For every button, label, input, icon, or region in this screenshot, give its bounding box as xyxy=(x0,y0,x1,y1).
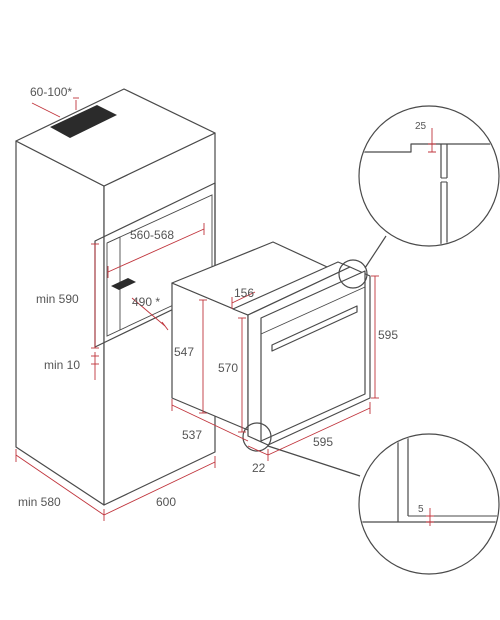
label-cabinet-depth: min 580 xyxy=(18,495,61,509)
label-detail-bottom-gap: 5 xyxy=(418,504,424,515)
label-ventilation: 60-100* xyxy=(30,85,72,99)
detail-bottom-circle xyxy=(358,433,500,575)
ventilation-slot xyxy=(50,105,117,138)
label-oven-height: 595 xyxy=(378,328,398,342)
label-oven-top-step: 156 xyxy=(234,286,254,300)
dimension-lines xyxy=(15,97,379,521)
oven xyxy=(171,241,371,446)
label-oven-frame-depth: 22 xyxy=(252,461,266,475)
label-niche-width: 560-568 xyxy=(130,228,174,242)
label-detail-top-gap: 25 xyxy=(415,121,427,132)
label-niche-depth: 490 * xyxy=(132,295,160,309)
label-oven-depth: 537 xyxy=(182,428,202,442)
label-oven-width: 595 xyxy=(313,435,333,449)
detail-top-circle xyxy=(358,105,500,247)
dimension-labels: 60-100* 560-568 min 590 490 * min 10 min… xyxy=(18,85,427,515)
label-oven-front-height: 570 xyxy=(218,361,238,375)
niche-shelf xyxy=(111,278,136,290)
label-niche-height: min 590 xyxy=(36,292,79,306)
oven-door-handle xyxy=(271,305,358,352)
label-cabinet-width: 600 xyxy=(156,495,176,509)
detail-markers xyxy=(242,235,387,477)
label-base-gap: min 10 xyxy=(44,358,80,372)
label-oven-body-height: 547 xyxy=(174,345,194,359)
